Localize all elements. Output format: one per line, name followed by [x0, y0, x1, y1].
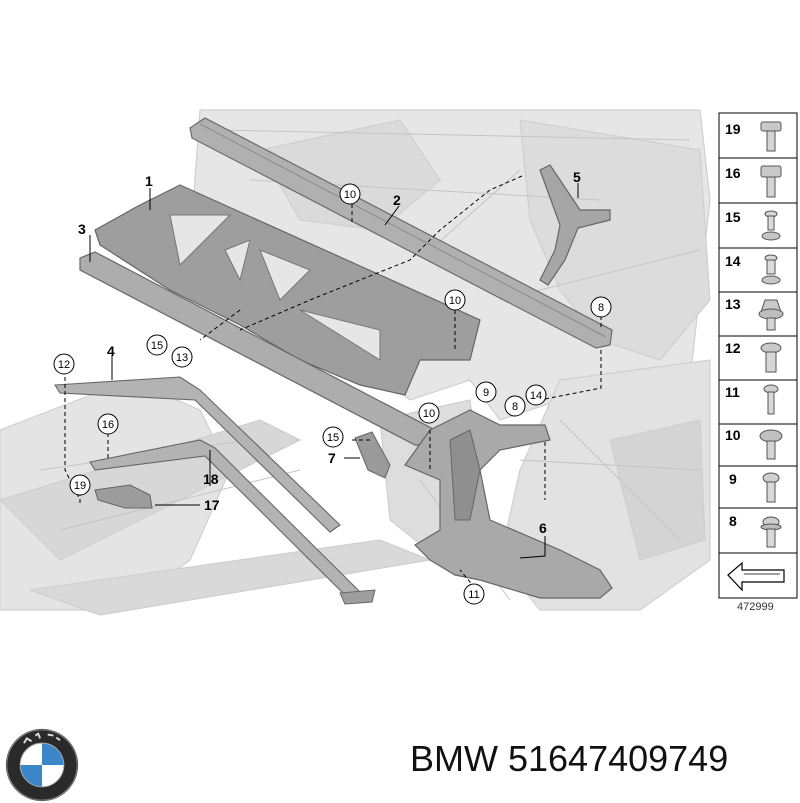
callout-7: 7: [328, 450, 336, 466]
legend-number-11: 11: [725, 384, 740, 400]
legend-number-15: 15: [725, 209, 741, 225]
legend-number-14: 14: [725, 253, 741, 269]
exploded-parts-diagram: 1 2 3 4 5 6 7 17 18 10 10 10 8 15 13 12 …: [0, 109, 798, 616]
callout-18: 18: [203, 471, 219, 487]
circled-callout-15-b: 15: [327, 432, 339, 444]
callout-3: 3: [78, 221, 86, 237]
callout-2: 2: [393, 192, 401, 208]
rivet-icon: [760, 342, 782, 373]
legend-number-8: 8: [729, 513, 737, 529]
hex-bolt-icon: [760, 165, 782, 198]
screw-icon: [763, 384, 779, 415]
part-18-foot: [339, 589, 376, 605]
part-2-upper-cross-member: [189, 117, 613, 349]
circled-callout-14-a: 14: [530, 390, 542, 402]
circled-callout-10-c: 10: [423, 408, 435, 420]
legend-number-10: 10: [725, 427, 741, 443]
part-number-caption: BMW 51647409749: [410, 738, 729, 779]
circled-callout-9-a: 9: [483, 387, 489, 399]
circled-callout-15-a: 15: [151, 340, 163, 352]
part-2-upper-cross-member-edge: [199, 123, 607, 338]
part-1-panel-cutouts: [169, 214, 381, 361]
circled-callouts: [53, 183, 612, 605]
circled-callout-8-b: 8: [512, 401, 518, 413]
circled-callout-10-a: 10: [344, 189, 356, 201]
circled-callout-16-a: 16: [102, 419, 114, 431]
circled-callout-19-a: 19: [74, 480, 86, 492]
part-5-y-bracket: [539, 164, 611, 286]
rivet-icon: [761, 254, 781, 285]
fastener-legend: [718, 112, 798, 599]
part-7-bracket: [354, 431, 391, 479]
part-4-brace: [54, 376, 341, 533]
callout-5: 5: [573, 169, 581, 185]
flange-nut-icon: [758, 299, 784, 331]
legend-number-9: 9: [729, 471, 737, 487]
bmw-roundel-icon: [5, 728, 79, 802]
legend-number-19: 19: [725, 121, 741, 137]
callout-1: 1: [145, 173, 153, 189]
circled-callout-8-a: 8: [598, 302, 604, 314]
callout-4: 4: [107, 343, 115, 359]
circled-callout-12-a: 12: [58, 359, 70, 371]
legend-number-12: 12: [725, 340, 741, 356]
flange-bolt-icon: [760, 516, 782, 548]
direction-arrow-icon: [727, 561, 785, 592]
hex-bolt-icon: [760, 121, 782, 152]
legend-number-16: 16: [725, 165, 741, 181]
rivet-icon: [761, 210, 781, 241]
flange-bolt-icon: [759, 429, 783, 460]
circled-callout-10-b: 10: [449, 295, 461, 307]
diagram-reference-number: 472999: [737, 601, 774, 613]
screw-icon: [762, 472, 780, 503]
callout-6: 6: [539, 520, 547, 536]
circled-callout-11-a: 11: [468, 589, 479, 601]
circled-callout-13-a: 13: [176, 352, 188, 364]
part-6-support-bracket-detail: [449, 429, 481, 521]
callout-17: 17: [204, 497, 220, 513]
part-17-bracket: [94, 484, 153, 509]
legend-number-13: 13: [725, 296, 741, 312]
leader-lines: [89, 183, 579, 559]
